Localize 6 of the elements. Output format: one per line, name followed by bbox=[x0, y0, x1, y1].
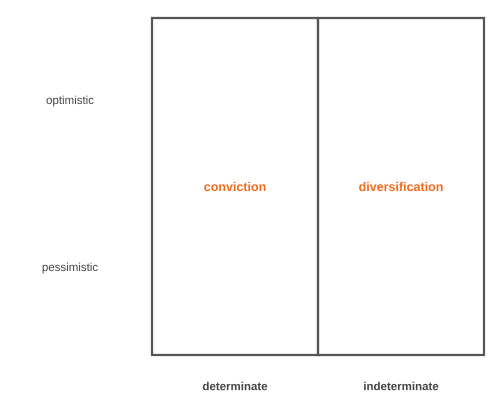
axis-label: pessimistic bbox=[42, 262, 98, 274]
axis-label: optimistic bbox=[46, 96, 94, 106]
quadrant-cell: diversification bbox=[316, 16, 486, 356]
axis-label: determinate bbox=[202, 382, 268, 390]
quadrant-cell: conviction bbox=[150, 16, 320, 356]
axis-label: indeterminate bbox=[364, 382, 438, 390]
